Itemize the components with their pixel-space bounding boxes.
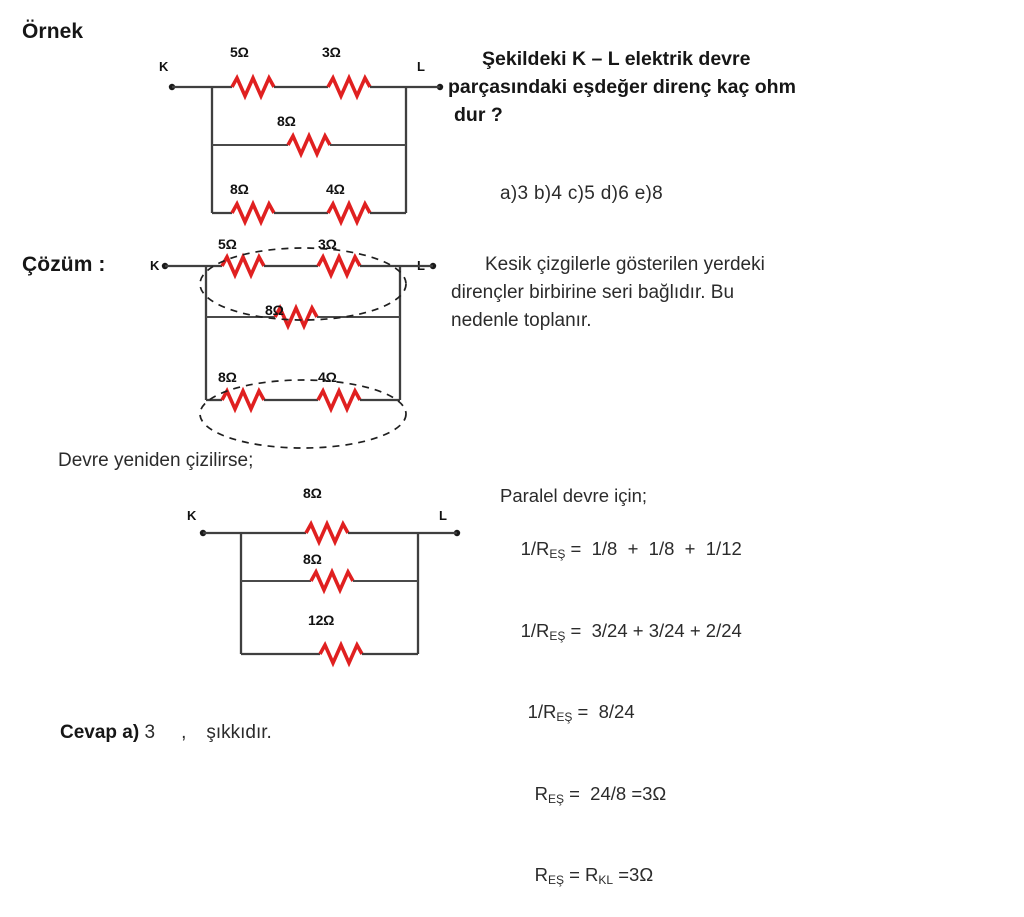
- math-line-5-rest: = R: [564, 864, 598, 885]
- math-line-1-sub: EŞ: [549, 547, 565, 561]
- circuit1-label-3ohm: 3Ω: [322, 44, 341, 60]
- circuit2-node-k-label: K: [150, 258, 160, 273]
- math-line-4-rest: = 24/8 =3Ω: [564, 783, 666, 804]
- circuit2-resistor-8ohm-bot: [222, 391, 264, 409]
- circuit1-resistor-4ohm: [328, 204, 370, 222]
- math-line-5: REŞ = RKL =3Ω: [500, 836, 742, 917]
- answer-choices: a)3 b)4 c)5 d)6 e)8: [500, 183, 663, 205]
- circuit3-resistor-8ohm-top: [306, 524, 348, 542]
- circuit3-node-l-label: L: [439, 508, 447, 523]
- question-line-2: parçasındaki eşdeğer direnç kaç ohm: [448, 73, 898, 101]
- circuit2-resistor-4ohm: [318, 391, 360, 409]
- circuit3-node-k-label: K: [187, 508, 197, 523]
- final-answer-tail: şıkkıdır.: [206, 722, 271, 743]
- math-line-1-rest: = 1/8 + 1/8 + 1/12: [565, 538, 741, 559]
- math-line-2: 1/REŞ = 3/24 + 3/24 + 2/24: [500, 591, 742, 673]
- circuit1-label-5ohm: 5Ω: [230, 44, 249, 60]
- question-block: Şekildeki K – L elektrik devre parçasınd…: [448, 45, 898, 129]
- math-line-4: REŞ = 24/8 =3Ω: [500, 754, 742, 836]
- math-line-1: 1/REŞ = 1/8 + 1/8 + 1/12: [500, 510, 742, 592]
- circuit3-label-8ohm-top: 8Ω: [303, 485, 322, 501]
- math-line-4-sub: EŞ: [548, 792, 564, 806]
- circuit1-label-8ohm-bot: 8Ω: [230, 181, 249, 197]
- circuit3-label-8ohm-mid: 8Ω: [303, 551, 322, 567]
- math-line-5-sub: EŞ: [548, 873, 564, 887]
- question-line-1: Şekildeki K – L elektrik devre: [448, 45, 898, 73]
- circuit2-label-3ohm: 3Ω: [318, 236, 337, 252]
- explanation-line-2: dirençler birbirine seri bağlıdır. Bu: [451, 279, 881, 307]
- circuit1-label-8ohm-mid: 8Ω: [277, 113, 296, 129]
- circuit-original: K L: [150, 45, 450, 230]
- math-line-5-prefix: R: [535, 864, 548, 885]
- math-line-3-prefix: 1/R: [528, 701, 557, 722]
- math-line-3-sub: EŞ: [556, 710, 572, 724]
- circuit2-label-5ohm: 5Ω: [218, 236, 237, 252]
- circuit1-resistor-5ohm: [232, 78, 274, 96]
- circuit2-label-8ohm-mid: 8Ω: [265, 302, 284, 318]
- math-line-4-prefix: R: [535, 783, 548, 804]
- circuit-simplified: K L: [180, 495, 480, 670]
- circuit2-series-group-top-marker: [200, 248, 406, 320]
- circuit2-series-group-bottom-marker: [200, 380, 406, 448]
- circuit2-resistor-5ohm: [222, 257, 264, 275]
- circuit2-label-4ohm: 4Ω: [318, 369, 337, 385]
- math-line-5-tail: =3Ω: [613, 864, 653, 885]
- circuit-marked: K L: [142, 232, 452, 427]
- math-line-2-sub: EŞ: [549, 629, 565, 643]
- solution-heading: Çözüm :: [22, 253, 106, 277]
- explanation-line-1: Kesik çizgilerle gösterilen yerdeki: [451, 251, 881, 279]
- circuit1-resistor-8ohm-mid: [288, 136, 330, 154]
- circuit1-node-k-label: K: [159, 59, 169, 74]
- final-answer-value: 3: [144, 722, 155, 743]
- math-line-3-rest: = 8/24: [572, 701, 634, 722]
- math-line-1-prefix: 1/R: [521, 538, 550, 559]
- circuit2-label-8ohm-bot: 8Ω: [218, 369, 237, 385]
- math-line-3: 1/REŞ = 8/24: [500, 673, 742, 755]
- explanation-block: Kesik çizgilerle gösterilen yerdeki dire…: [451, 251, 881, 335]
- circuit3-resistor-8ohm-mid: [311, 572, 353, 590]
- math-line-5-sub2: KL: [598, 873, 613, 887]
- circuit3-label-12ohm: 12Ω: [308, 612, 334, 628]
- question-line-3: dur ?: [448, 101, 898, 129]
- example-heading: Örnek: [22, 20, 83, 44]
- math-line-2-rest: = 3/24 + 3/24 + 2/24: [565, 620, 741, 641]
- final-answer: Cevap a) 3, şıkkıdır.: [60, 722, 272, 744]
- circuit2-resistor-3ohm: [318, 257, 360, 275]
- circuit3-resistor-12ohm: [320, 645, 362, 663]
- explanation-line-3: nedenle toplanır.: [451, 307, 881, 335]
- circuit1-resistor-8ohm-bot: [232, 204, 274, 222]
- math-block: Paralel devre için; 1/REŞ = 1/8 + 1/8 + …: [500, 483, 742, 917]
- circuit1-resistor-3ohm: [328, 78, 370, 96]
- final-answer-comma: ,: [181, 722, 186, 743]
- redraw-heading: Devre yeniden çizilirse;: [58, 447, 253, 475]
- final-answer-prefix: Cevap a): [60, 722, 139, 743]
- circuit1-node-l-label: L: [417, 59, 425, 74]
- circuit1-label-4ohm: 4Ω: [326, 181, 345, 197]
- math-title: Paralel devre için;: [500, 483, 742, 510]
- math-line-2-prefix: 1/R: [521, 620, 550, 641]
